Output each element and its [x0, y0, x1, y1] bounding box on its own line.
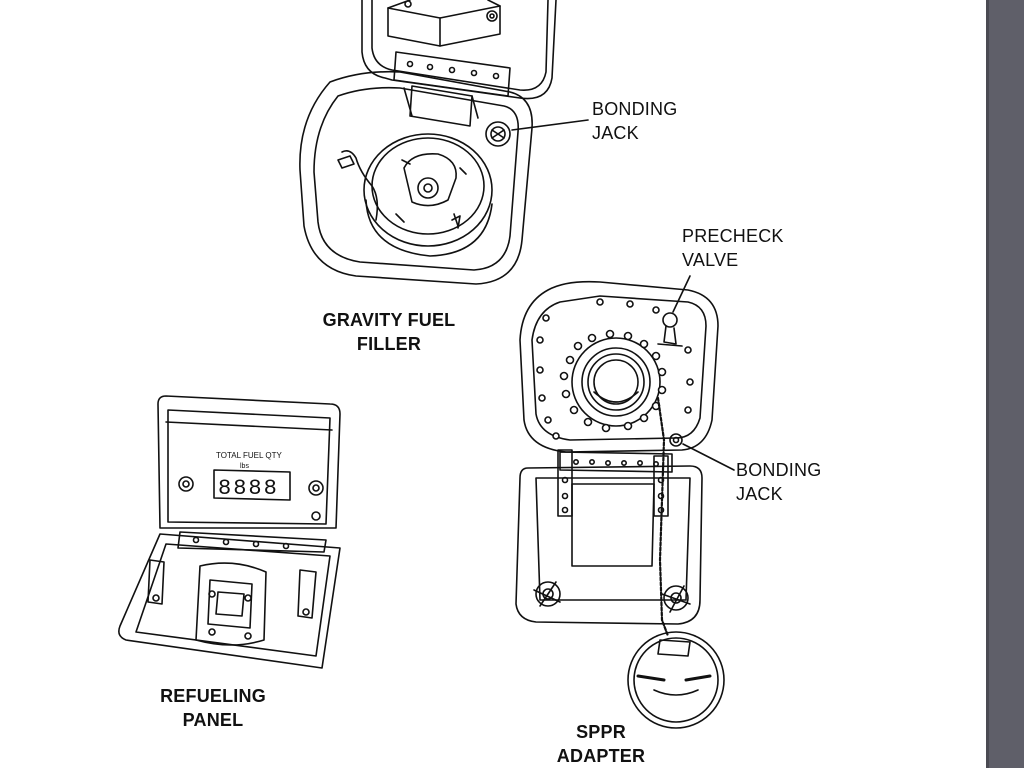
label-line: JACK: [592, 123, 639, 143]
label-line: VALVE: [682, 250, 739, 270]
sppr-adapter-drawing: [516, 276, 734, 728]
caption-line: ADAPTER: [556, 746, 646, 766]
bonding-jack-label-top: BONDING JACK: [592, 97, 677, 145]
document-page: TOTAL FUEL QTY lbs 8888 BONDING JACK PRE…: [0, 0, 986, 768]
bonding-jack-label-bottom: BONDING JACK: [736, 458, 821, 506]
caption-line: GRAVITY FUEL: [322, 310, 456, 330]
panel-display-unit: lbs: [240, 463, 249, 470]
gravity-fuel-filler-caption: GRAVITY FUEL FILLER: [314, 308, 464, 356]
label-line: BONDING: [592, 99, 678, 119]
caption-line: REFUELING: [160, 686, 266, 706]
sppr-adapter-caption: SPPR ADAPTER: [540, 720, 662, 768]
precheck-valve-label: PRECHECK VALVE: [682, 224, 784, 272]
fuel-system-illustration: TOTAL FUEL QTY lbs 8888: [0, 0, 986, 768]
scrollbar-edge: [986, 0, 989, 768]
label-line: JACK: [736, 484, 783, 504]
refueling-panel-caption: REFUELING PANEL: [150, 684, 276, 732]
panel-display-readout: 8888: [218, 476, 279, 501]
caption-line: FILLER: [356, 334, 422, 354]
label-line: PRECHECK: [682, 226, 784, 246]
label-line: BONDING: [736, 460, 822, 480]
caption-line: SPPR: [576, 722, 626, 742]
vertical-scrollbar[interactable]: [986, 0, 1024, 768]
caption-line: PANEL: [182, 710, 244, 730]
gravity-fuel-filler-drawing: [300, 0, 588, 284]
panel-display-title: TOTAL FUEL QTY: [216, 451, 282, 460]
refueling-panel-drawing: [119, 396, 340, 668]
